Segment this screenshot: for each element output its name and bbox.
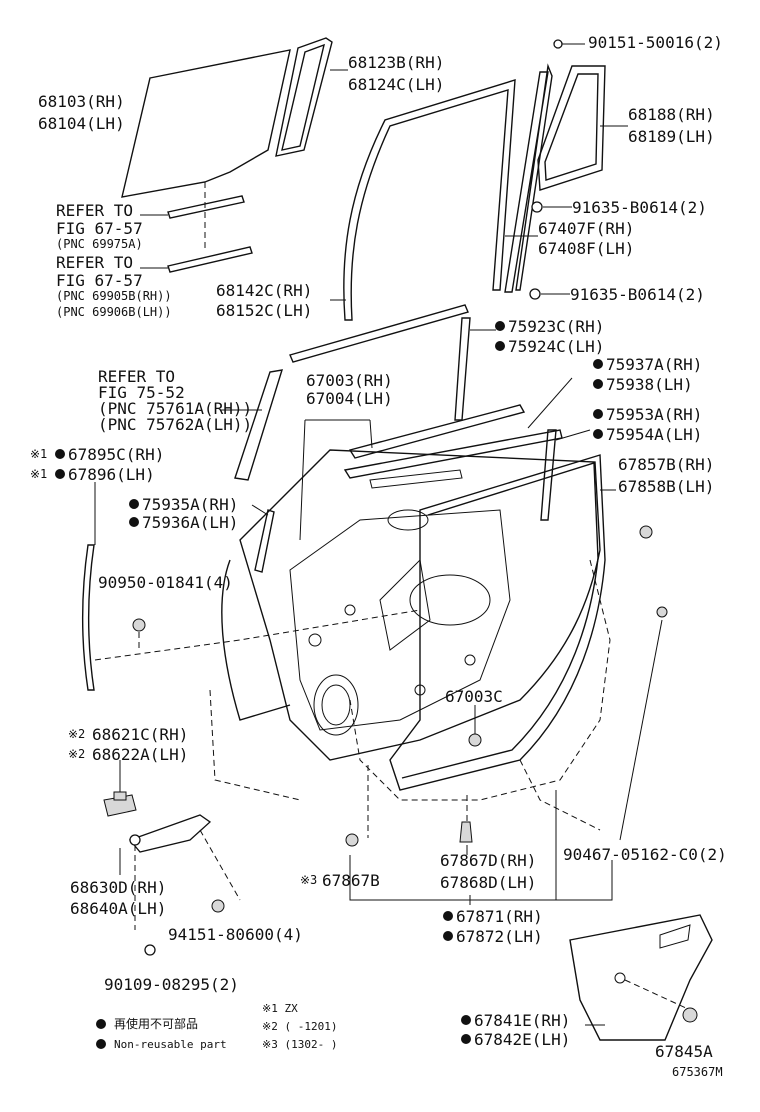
label-90151: 90151-50016(2) bbox=[588, 33, 723, 52]
label-67871: 67871(RH) bbox=[456, 907, 543, 926]
label-75953: 75953A(RH) bbox=[606, 405, 702, 424]
inner-belt-strip-ref bbox=[167, 246, 253, 273]
label-67845a: 67845A bbox=[655, 1042, 713, 1061]
ref3-line4: (PNC 75762A(LH)) bbox=[98, 415, 252, 434]
label-68630: 68630D(RH) bbox=[70, 878, 166, 897]
label-90109: 90109-08295(2) bbox=[104, 975, 239, 994]
label-75924: 75924C(LH) bbox=[508, 337, 604, 356]
label-68189: 68189(LH) bbox=[628, 127, 715, 146]
ref3-line2: FIG 75-52 bbox=[98, 383, 185, 402]
door-glass-68103 bbox=[121, 49, 291, 198]
division-bar-67407 bbox=[504, 63, 553, 293]
label-67867b: 67867B bbox=[322, 871, 380, 890]
label-90950: 90950-01841(4) bbox=[98, 573, 233, 592]
label-75938: 75938(LH) bbox=[606, 375, 693, 394]
label-67868: 67868D(LH) bbox=[440, 873, 536, 892]
label-68104: 68104(LH) bbox=[38, 114, 125, 133]
label-68142: 68142C(RH) bbox=[216, 281, 312, 300]
label-67858: 67858B(LH) bbox=[618, 477, 714, 496]
mark-1b: ※1 bbox=[30, 467, 47, 481]
label-75937: 75937A(RH) bbox=[606, 355, 702, 374]
label-67842: 67842E(LH) bbox=[474, 1030, 570, 1049]
note-1: ※1 ZX bbox=[262, 1002, 298, 1015]
frame-garnish-75937 bbox=[348, 404, 526, 459]
label-67841: 67841E(RH) bbox=[474, 1011, 570, 1030]
glass-channel-68123 bbox=[275, 37, 333, 157]
label-67895: 67895C(RH) bbox=[68, 445, 164, 464]
label-67003: 67003(RH) bbox=[306, 371, 393, 390]
part-labels: 90151-50016(2) 68123B(RH) 68124C(LH) 681… bbox=[30, 33, 727, 1061]
label-68103: 68103(RH) bbox=[38, 92, 125, 111]
ref1-line3: (PNC 69975A) bbox=[56, 237, 143, 251]
weatherstrip-75935 bbox=[254, 509, 275, 573]
legend: 再使用不可部品 Non-reusable part ※1 ZX ※2 ( -12… bbox=[96, 1002, 337, 1051]
label-75923: 75923C(RH) bbox=[508, 317, 604, 336]
label-67407: 67407F(RH) bbox=[538, 219, 634, 238]
mark-1a: ※1 bbox=[30, 447, 47, 461]
ref3-line3: (PNC 75761A(RH)) bbox=[98, 399, 252, 418]
label-68621: 68621C(RH) bbox=[92, 725, 188, 744]
label-91635-b: 91635-B0614(2) bbox=[570, 285, 705, 304]
door-check-68630 bbox=[128, 814, 212, 853]
quarter-glass-68188 bbox=[537, 65, 606, 191]
ref3-line1: REFER TO bbox=[98, 367, 175, 386]
door-panel-67003 bbox=[239, 449, 601, 761]
label-68123: 68123B(RH) bbox=[348, 53, 444, 72]
note-2: ※2 ( -1201) bbox=[262, 1020, 337, 1033]
label-67867d: 67867D(RH) bbox=[440, 851, 536, 870]
label-68124: 68124C(LH) bbox=[348, 75, 444, 94]
legend-english: Non-reusable part bbox=[114, 1038, 227, 1051]
ref2-line4: (PNC 69906B(LH)) bbox=[56, 305, 172, 319]
label-67408: 67408F(LH) bbox=[538, 239, 634, 258]
label-75935: 75935A(RH) bbox=[142, 495, 238, 514]
label-68640: 68640A(LH) bbox=[70, 899, 166, 918]
label-68622: 68622A(LH) bbox=[92, 745, 188, 764]
figure-id: 675367M bbox=[672, 1065, 723, 1079]
label-75936: 75936A(LH) bbox=[142, 513, 238, 532]
hole-cover-67841 bbox=[569, 914, 713, 1041]
parts-artwork bbox=[82, 37, 713, 1041]
mark-3: ※3 bbox=[300, 873, 317, 887]
belt-moulding-75923 bbox=[289, 304, 469, 363]
ref1-line2: FIG 67-57 bbox=[56, 219, 143, 238]
label-91635-a: 91635-B0614(2) bbox=[572, 198, 707, 217]
label-90467: 90467-05162-C0(2) bbox=[563, 845, 727, 864]
ref2-line1: REFER TO bbox=[56, 253, 133, 272]
label-67857: 67857B(RH) bbox=[618, 455, 714, 474]
legend-japanese: 再使用不可部品 bbox=[114, 1016, 198, 1031]
glass-run-68142 bbox=[343, 79, 516, 321]
label-68188: 68188(RH) bbox=[628, 105, 715, 124]
mark-2b: ※2 bbox=[68, 747, 85, 761]
label-67004: 67004(LH) bbox=[306, 389, 393, 408]
label-94151: 94151-80600(4) bbox=[168, 925, 303, 944]
label-68152: 68152C(LH) bbox=[216, 301, 312, 320]
label-67896: 67896(LH) bbox=[68, 465, 155, 484]
ref2-line3: (PNC 69905B(RH)) bbox=[56, 289, 172, 303]
weatherstrip-67895 bbox=[82, 544, 95, 691]
ref1-line1: REFER TO bbox=[56, 201, 133, 220]
outer-belt-strip-ref bbox=[167, 195, 245, 219]
mark-2a: ※2 bbox=[68, 727, 85, 741]
label-75954: 75954A(LH) bbox=[606, 425, 702, 444]
frame-moulding-ref-75-52 bbox=[234, 369, 284, 481]
label-67003c: 67003C bbox=[445, 687, 503, 706]
ref2-line2: FIG 67-57 bbox=[56, 271, 143, 290]
note-3: ※3 (1302- ) bbox=[262, 1038, 337, 1051]
label-67872: 67872(LH) bbox=[456, 927, 543, 946]
